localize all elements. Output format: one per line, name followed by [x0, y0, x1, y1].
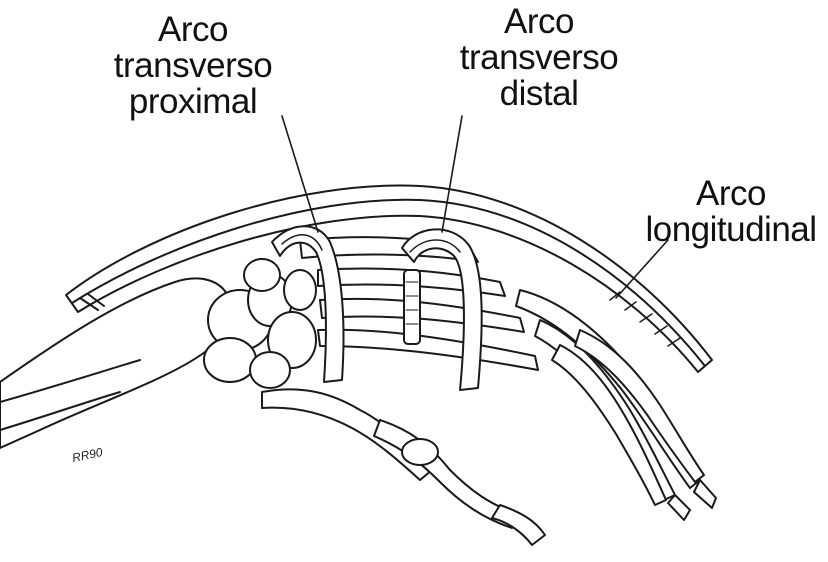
- label-line: transverso: [106, 48, 280, 84]
- carpal-bones: [204, 259, 316, 388]
- label-line: distal: [454, 76, 624, 112]
- forearm: [0, 278, 230, 448]
- fingers: [516, 290, 716, 520]
- label-line: Arco: [454, 4, 624, 40]
- label-line: proximal: [106, 84, 280, 120]
- label-line: Arco: [106, 12, 280, 48]
- thumb: [262, 389, 545, 545]
- label-line: longitudinal: [638, 212, 824, 248]
- label-distal-transverse-arch: Arco transverso distal: [454, 4, 624, 112]
- label-line: transverso: [454, 40, 624, 76]
- label-longitudinal-arch: Arco longitudinal: [638, 176, 824, 248]
- label-line: Arco: [638, 176, 824, 212]
- label-proximal-transverse-arch: Arco transverso proximal: [106, 12, 280, 120]
